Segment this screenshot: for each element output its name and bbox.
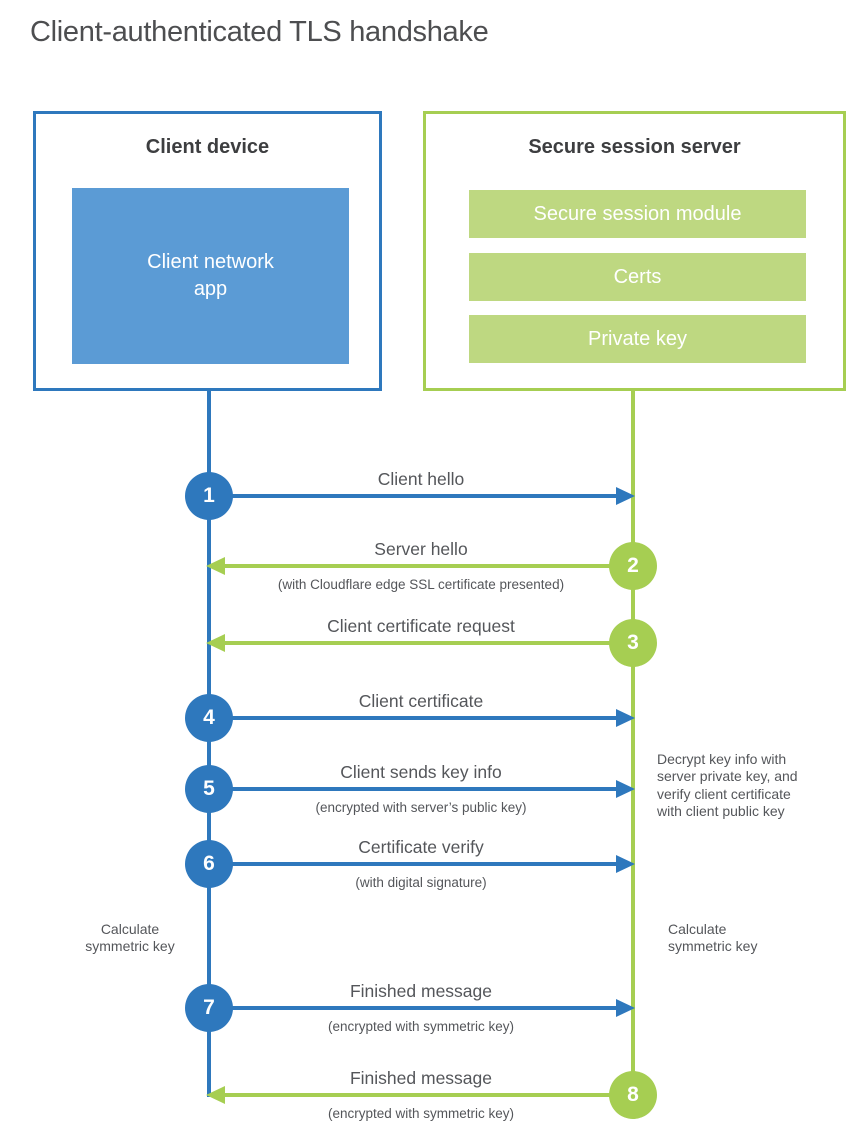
message-arrow-line <box>209 716 616 720</box>
note-calculate-symmetric-key-client: Calculate symmetric key <box>85 921 175 955</box>
message-label: Server hello <box>374 539 468 559</box>
message-label: Client certificate <box>358 691 484 711</box>
step-2-badge: 2 <box>609 542 657 590</box>
server-bar-certs: Certs <box>469 253 806 301</box>
message-arrow-line <box>225 1093 633 1097</box>
note-decrypt-key-info: Decrypt key info with server private key… <box>657 751 798 820</box>
step-1-badge: 1 <box>185 472 233 520</box>
message-arrow-line <box>225 641 633 645</box>
arrow-head-right-icon <box>616 999 635 1017</box>
message-sublabel: (with digital signature) <box>355 875 487 890</box>
message-label: Certificate verify <box>358 837 484 857</box>
page-title: Client-authenticated TLS handshake <box>30 16 489 48</box>
message-label: Client sends key info <box>340 762 502 782</box>
server-bar-secure-session-module: Secure session module <box>469 190 806 238</box>
step-6-badge: 6 <box>185 840 233 888</box>
client-device-title: Client device <box>145 136 270 158</box>
client-network-app-box: Client network app <box>72 188 349 364</box>
lifeline-server <box>631 391 635 1095</box>
message-sublabel: (with Cloudflare edge SSL certificate pr… <box>277 577 565 592</box>
message-label: Client hello <box>377 469 465 489</box>
step-4-badge: 4 <box>185 694 233 742</box>
step-5-badge: 5 <box>185 765 233 813</box>
arrow-head-left-icon <box>206 634 225 652</box>
message-arrow-line <box>209 494 616 498</box>
arrow-head-right-icon <box>616 780 635 798</box>
step-7-badge: 7 <box>185 984 233 1032</box>
message-sublabel: (encrypted with symmetric key) <box>327 1019 515 1034</box>
step-8-badge: 8 <box>609 1071 657 1119</box>
arrow-head-left-icon <box>206 1086 225 1104</box>
message-label: Finished message <box>349 1068 493 1088</box>
message-arrow-line <box>225 564 633 568</box>
message-label: Client certificate request <box>327 616 515 636</box>
message-arrow-line <box>209 1006 616 1010</box>
message-arrow-line <box>209 862 616 866</box>
message-arrow-line <box>209 787 616 791</box>
arrow-head-right-icon <box>616 855 635 873</box>
message-label: Finished message <box>349 981 493 1001</box>
arrow-head-left-icon <box>206 557 225 575</box>
secure-session-server-title: Secure session server <box>528 136 741 158</box>
note-calculate-symmetric-key-server: Calculate symmetric key <box>668 921 758 955</box>
step-3-badge: 3 <box>609 619 657 667</box>
server-bar-private-key: Private key <box>469 315 806 363</box>
message-sublabel: (encrypted with server’s public key) <box>315 800 527 815</box>
lifeline-client <box>207 391 211 1097</box>
client-device-box: Client device Client network app <box>33 111 382 391</box>
arrow-head-right-icon <box>616 487 635 505</box>
arrow-head-right-icon <box>616 709 635 727</box>
secure-session-server-box: Secure session server Secure session mod… <box>423 111 846 391</box>
message-sublabel: (encrypted with symmetric key) <box>327 1106 515 1121</box>
